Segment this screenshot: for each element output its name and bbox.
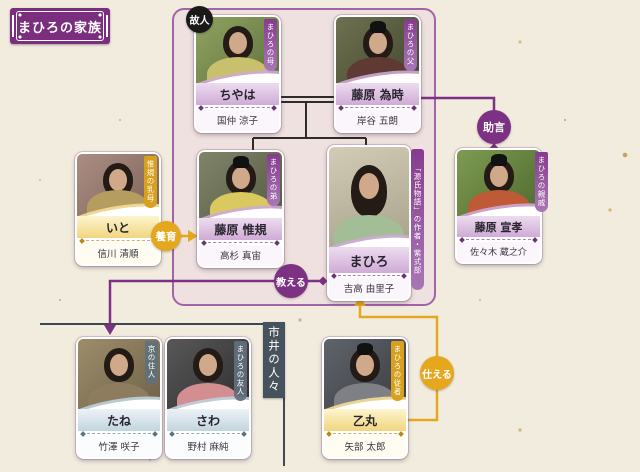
role-ribbon: まひろの母 bbox=[264, 19, 277, 71]
role-ribbon: まひろの父 bbox=[404, 19, 417, 71]
figure-face bbox=[231, 167, 250, 189]
name-divider bbox=[196, 104, 279, 111]
portrait-nobutaka bbox=[457, 150, 540, 216]
character-name: いと bbox=[77, 216, 159, 238]
figure-face bbox=[368, 32, 387, 54]
chart-title-plaque: まひろの家族 bbox=[10, 8, 110, 44]
figure-face bbox=[359, 173, 379, 199]
figure-face bbox=[110, 354, 128, 376]
person-card-ito[interactable]: 惟規の乳母 いと 信川 清順 bbox=[75, 152, 161, 266]
actor-name: 竹澤 咲子 bbox=[78, 436, 160, 457]
figure-face bbox=[489, 165, 508, 187]
actor-name: 矢部 太郎 bbox=[324, 436, 406, 457]
character-name: 藤原 惟規 bbox=[199, 218, 282, 240]
role-ribbon: まひろの友人 bbox=[234, 341, 247, 401]
name-divider bbox=[336, 104, 419, 111]
actor-name: 信川 清順 bbox=[77, 243, 159, 264]
title-frame: まひろの家族 bbox=[16, 11, 104, 41]
person-card-tametoki[interactable]: まひろの父 藤原 為時 岸谷 五朗 bbox=[334, 15, 421, 133]
figure-face bbox=[199, 354, 217, 376]
role-ribbon: まひろの弟 bbox=[267, 154, 280, 206]
teach-badge: 教える bbox=[274, 264, 308, 298]
portrait-nobunori bbox=[199, 152, 282, 218]
actor-name: 吉高 由里子 bbox=[329, 278, 409, 299]
name-divider bbox=[329, 272, 409, 279]
person-card-tane[interactable]: 京の住人 たね 竹澤 咲子 bbox=[76, 337, 162, 459]
person-card-mahiro[interactable]: 「源氏物語」の作者・紫式部 まひろ 吉高 由里子 bbox=[327, 145, 424, 301]
role-ribbon: まひろの従者 bbox=[391, 341, 404, 401]
nurture-badge: 養育 bbox=[151, 221, 181, 251]
figure-hat bbox=[369, 21, 386, 33]
figure-hat bbox=[357, 343, 373, 355]
person-card-otomaru[interactable]: まひろの従者 乙丸 矢部 太郎 bbox=[322, 337, 408, 459]
role-ribbon: 惟規の乳母 bbox=[144, 156, 157, 208]
person-card-nobutaka[interactable]: まひろの親戚 藤原 宣孝 佐々木 蔵之介 bbox=[455, 148, 548, 264]
role-ribbon: まひろの親戚 bbox=[535, 152, 548, 212]
actor-name: 高杉 真宙 bbox=[199, 245, 282, 266]
figure-hat bbox=[490, 154, 507, 166]
name-divider bbox=[167, 430, 249, 437]
portrait-mahiro bbox=[329, 147, 409, 247]
figure-face bbox=[356, 354, 374, 376]
person-card-sawa[interactable]: まひろの友人 さわ 野村 麻純 bbox=[165, 337, 251, 459]
character-name: 藤原 為時 bbox=[336, 83, 419, 105]
character-name: さわ bbox=[167, 409, 249, 431]
character-name: 藤原 宣孝 bbox=[457, 216, 540, 237]
name-divider bbox=[199, 239, 282, 246]
page-title: まひろの家族 bbox=[17, 20, 102, 36]
figure-hat bbox=[232, 156, 249, 168]
name-divider bbox=[77, 237, 159, 244]
figure-face bbox=[109, 169, 127, 191]
actor-name: 野村 麻純 bbox=[167, 436, 249, 457]
townsfolk-group-label: 市井の人々 bbox=[263, 322, 285, 398]
person-card-nobunori[interactable]: まひろの弟 藤原 惟規 高杉 真宙 bbox=[197, 150, 284, 268]
actor-name: 国仲 涼子 bbox=[196, 110, 279, 131]
character-name: まひろ bbox=[329, 247, 409, 273]
role-ribbon: 京の住人 bbox=[145, 341, 158, 384]
name-divider bbox=[457, 236, 540, 243]
person-card-chiyaha[interactable]: まひろの母 ちやは 国仲 涼子 bbox=[194, 15, 281, 133]
character-name: ちやは bbox=[196, 83, 279, 105]
figure-face bbox=[228, 32, 247, 54]
deceased-badge: 故人 bbox=[186, 6, 213, 33]
actor-name: 佐々木 蔵之介 bbox=[457, 242, 540, 262]
name-divider bbox=[78, 430, 160, 437]
character-name: たね bbox=[78, 409, 160, 431]
name-divider bbox=[324, 430, 406, 437]
serve-badge: 仕える bbox=[420, 356, 454, 390]
advice-badge: 助言 bbox=[477, 110, 511, 144]
actor-name: 岸谷 五朗 bbox=[336, 110, 419, 131]
character-name: 乙丸 bbox=[324, 409, 406, 431]
role-ribbon: 「源氏物語」の作者・紫式部 bbox=[411, 149, 424, 290]
